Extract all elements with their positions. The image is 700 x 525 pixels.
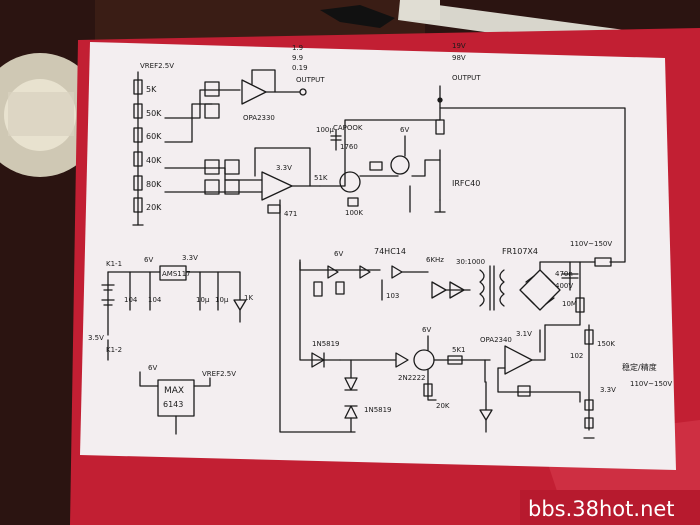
label-output-2: OUTPUT [452, 74, 481, 82]
label-20k: 20K [146, 203, 162, 212]
label-k1-2: K1-2 [106, 346, 122, 354]
label-3v3-b: 3.3V [182, 254, 198, 262]
label-3v3-c: 3.3V [600, 386, 616, 394]
label-50k: 50K [146, 109, 162, 118]
label-60k: 60K [146, 132, 162, 141]
label-471: 471 [284, 210, 297, 218]
label-fr107x4: FR107X4 [502, 247, 538, 256]
label-opa2340: OPA2340 [480, 336, 512, 344]
label-3v3-a: 3.3V [276, 164, 292, 172]
label-out-opt2-1: 19V [452, 42, 466, 50]
label-10m: 10M [562, 300, 577, 308]
label-ams117: AMS117 [162, 270, 191, 278]
label-vref-out: VREF2.5V [202, 370, 236, 378]
label-note-cn: 稳定/精度 [622, 362, 657, 372]
label-capok: CAPOOK [333, 124, 363, 132]
watermark: bbs.38hot.net [528, 497, 675, 521]
label-103: 103 [386, 292, 399, 300]
label-3v1: 3.1V [516, 330, 532, 338]
label-1760: 1760 [340, 143, 358, 151]
label-out-opt2-2: 98V [452, 54, 466, 62]
label-6v-d: 6V [422, 326, 431, 334]
label-note-range: 110V~150V [630, 380, 672, 388]
label-74hc14: 74HC14 [374, 247, 406, 256]
label-ratio: 30:1000 [456, 258, 485, 266]
label-6v-a: 6V [400, 126, 409, 134]
label-irfc40: IRFC40 [452, 179, 480, 188]
label-100u: 100μ [316, 126, 334, 134]
label-vref-top: VREF2.5V [140, 62, 174, 70]
label-6khz: 6KHz [426, 256, 444, 264]
schematic: VREF2.5V 5K 50K 60K 40K 80K 20K OPA2330 [88, 42, 672, 439]
label-150k: 150K [597, 340, 615, 348]
pliers [320, 5, 395, 28]
label-6143: 6143 [163, 400, 183, 409]
label-80k: 80K [146, 180, 162, 189]
label-max: MAX [164, 386, 184, 396]
label-out-opt-1: 1.9 [292, 44, 303, 52]
label-5k1: 5K1 [452, 346, 466, 354]
label-6v-c: 6V [334, 250, 343, 258]
label-2n2222: 2N2222 [398, 374, 426, 382]
label-opa2330: OPA2330 [243, 114, 275, 122]
label-5k: 5K [146, 85, 157, 94]
label-40k: 40K [146, 156, 162, 165]
label-104-a: 104 [124, 296, 138, 304]
label-470n: 470n [555, 270, 573, 278]
label-6v-e: 6V [148, 364, 157, 372]
label-400v: 400V [555, 282, 573, 290]
label-k1-1: K1-1 [106, 260, 122, 268]
label-1n5819-a: 1N5819 [312, 340, 340, 348]
label-hv-range: 110V~150V [570, 240, 612, 248]
label-1n5819-b: 1N5819 [364, 406, 392, 414]
label-10u-b: 10μ [215, 296, 229, 304]
label-output-1: OUTPUT [296, 76, 325, 84]
label-10u-a: 10μ [196, 296, 210, 304]
label-led-r: 1K [244, 294, 253, 302]
label-6v-b: 6V [144, 256, 153, 264]
label-51k: 51K [314, 174, 328, 182]
label-20k-2: 20K [436, 402, 450, 410]
label-104-b: 104 [148, 296, 162, 304]
label-k1-2-v: 3.5V [88, 334, 104, 342]
label-100k-a: 100K [345, 209, 363, 217]
label-out-opt-2: 9.9 [292, 54, 303, 62]
label-102: 102 [570, 352, 583, 360]
label-out-opt-3: 0.19 [292, 64, 308, 72]
